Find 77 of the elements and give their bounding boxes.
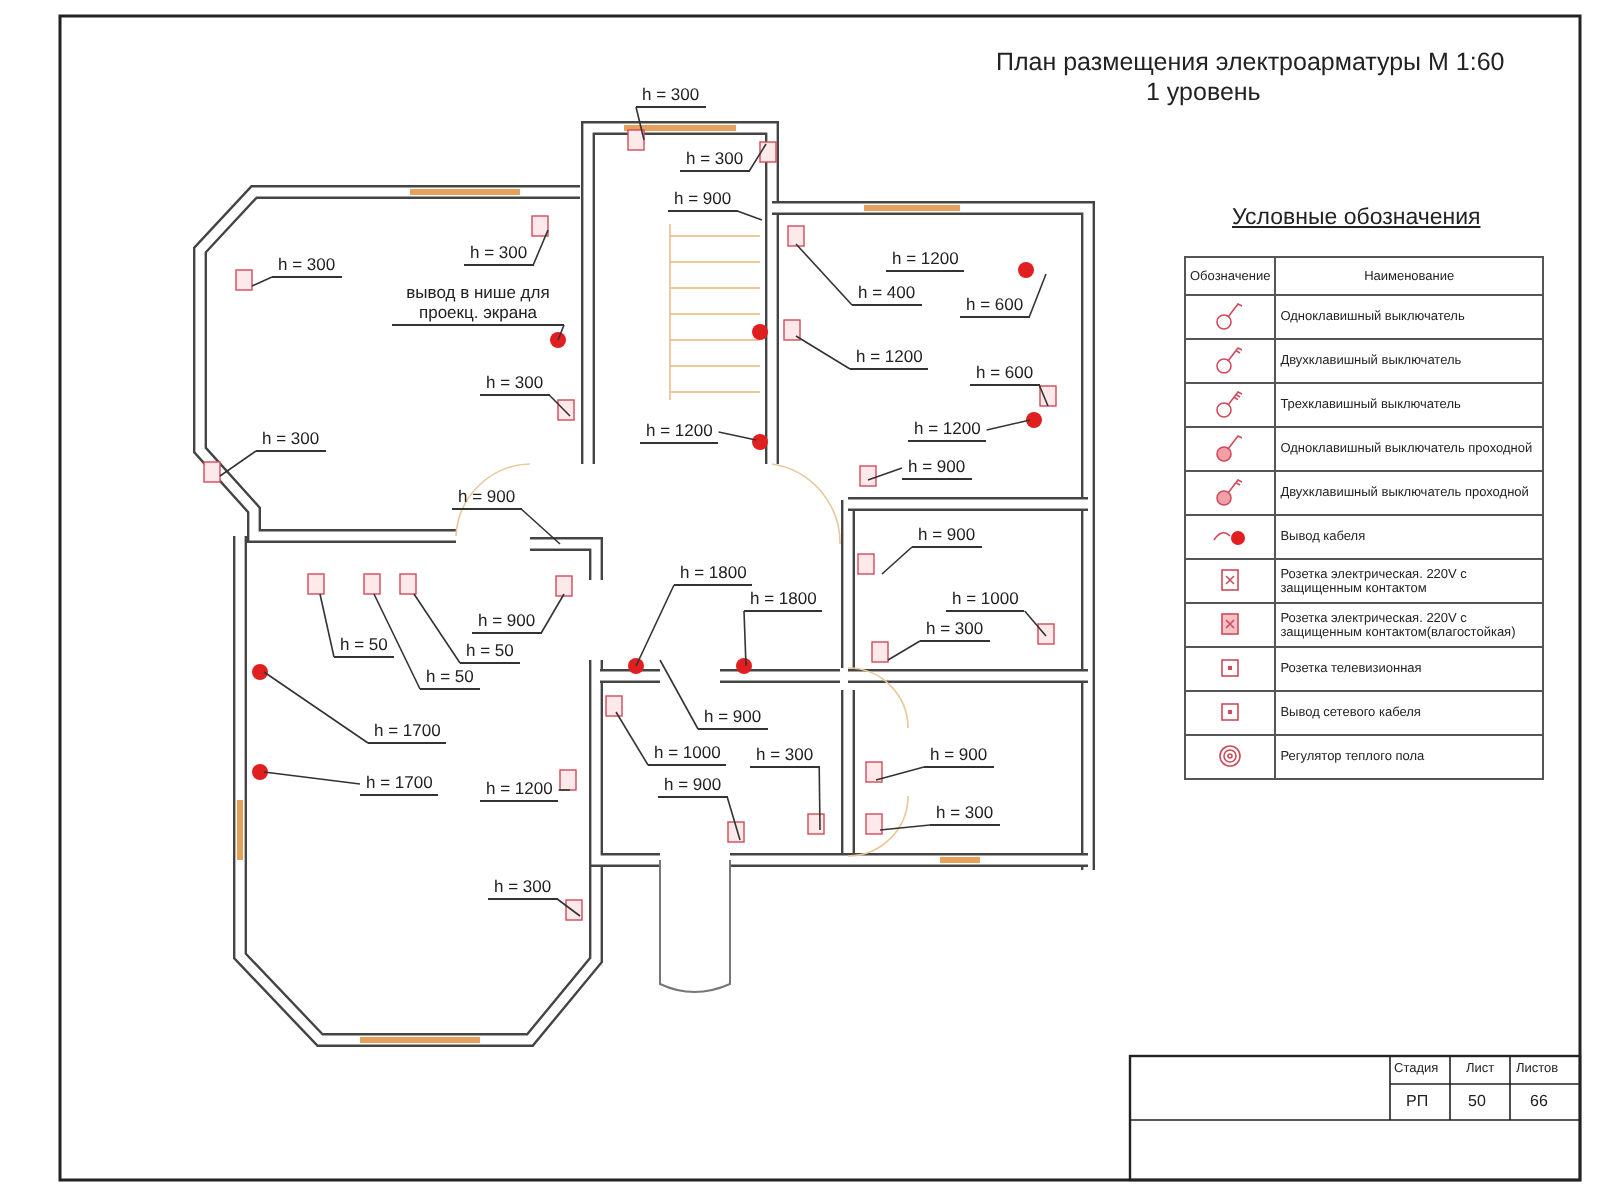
height-label: h = 50 — [460, 640, 520, 664]
annotation-text: вывод в нише для проекц. экрана — [392, 282, 564, 326]
height-label: h = 300 — [464, 242, 534, 266]
height-label: h = 300 — [920, 618, 990, 642]
title-block-text: 50 — [1468, 1092, 1486, 1110]
height-label: h = 900 — [698, 706, 768, 730]
height-label: h = 300 — [636, 84, 706, 108]
height-label: h = 900 — [668, 188, 738, 212]
leader-line — [818, 766, 821, 831]
leader-line — [795, 335, 851, 370]
leader-line — [1038, 384, 1049, 407]
leader-line — [557, 324, 565, 341]
legend-title: Условные обозначения — [1232, 206, 1481, 230]
drawing-title: План размещения электроарматуры М 1:60 — [996, 48, 1505, 76]
height-label: h = 900 — [472, 610, 542, 634]
height-label: h = 300 — [930, 802, 1000, 826]
leader-line — [548, 394, 571, 417]
leader-line — [1028, 273, 1047, 318]
leader-line — [726, 796, 741, 841]
height-label: h = 1000 — [946, 588, 1025, 612]
leader-line — [743, 610, 747, 667]
leader-line — [867, 467, 903, 481]
height-label: h = 1700 — [368, 720, 447, 744]
leader-line — [615, 711, 649, 766]
leader-line — [556, 898, 581, 917]
leader-line — [879, 824, 931, 831]
height-label: h = 1800 — [674, 562, 753, 586]
height-label: h = 300 — [480, 372, 550, 396]
leader-line — [1023, 610, 1047, 637]
leader-line — [540, 593, 565, 634]
height-label: h = 1200 — [640, 420, 719, 444]
leader-line — [875, 766, 925, 781]
leader-line — [736, 210, 763, 221]
leader-line — [659, 659, 699, 730]
leader-line — [219, 450, 257, 477]
height-label: h = 50 — [334, 634, 394, 658]
height-label: h = 1200 — [908, 418, 987, 442]
title-block-text: 66 — [1530, 1092, 1548, 1110]
height-label: h = 1200 — [886, 248, 965, 272]
leader-line — [557, 789, 571, 791]
height-label: h = 300 — [680, 148, 750, 172]
leader-line — [263, 771, 361, 785]
height-label: h = 1000 — [648, 742, 727, 766]
height-label: h = 50 — [420, 666, 480, 690]
leader-line — [532, 229, 549, 266]
height-label: h = 300 — [750, 744, 820, 768]
height-label: h = 1200 — [480, 778, 559, 802]
leader-line — [635, 106, 645, 141]
leader-line — [263, 671, 369, 744]
leader-line — [985, 419, 1031, 431]
title-block-text: РП — [1406, 1092, 1429, 1110]
height-label: h = 400 — [852, 282, 922, 306]
height-label: h = 300 — [256, 428, 326, 452]
height-label: h = 900 — [658, 774, 728, 798]
leader-line — [373, 593, 421, 690]
height-label: h = 600 — [960, 294, 1030, 318]
leader-line — [635, 584, 675, 667]
leader-line — [413, 593, 461, 664]
leader-line — [795, 243, 853, 306]
height-label: h = 900 — [912, 524, 982, 548]
leader-line — [251, 276, 273, 287]
height-label: h = 900 — [902, 456, 972, 480]
leader-line — [881, 546, 913, 575]
leader-line — [520, 508, 561, 545]
height-label: h = 300 — [488, 876, 558, 900]
height-label: h = 300 — [272, 254, 342, 278]
drawing-subtitle: 1 уровень — [1146, 78, 1261, 106]
height-label: h = 1800 — [744, 588, 823, 612]
height-label: h = 900 — [924, 744, 994, 768]
height-label: h = 1200 — [850, 346, 929, 370]
leader-line — [887, 640, 921, 661]
leader-line — [717, 431, 757, 441]
height-label: h = 900 — [452, 486, 522, 510]
leader-line — [748, 143, 767, 172]
leader-line — [319, 593, 335, 658]
height-label: h = 1700 — [360, 772, 439, 796]
height-label: h = 600 — [970, 362, 1040, 386]
